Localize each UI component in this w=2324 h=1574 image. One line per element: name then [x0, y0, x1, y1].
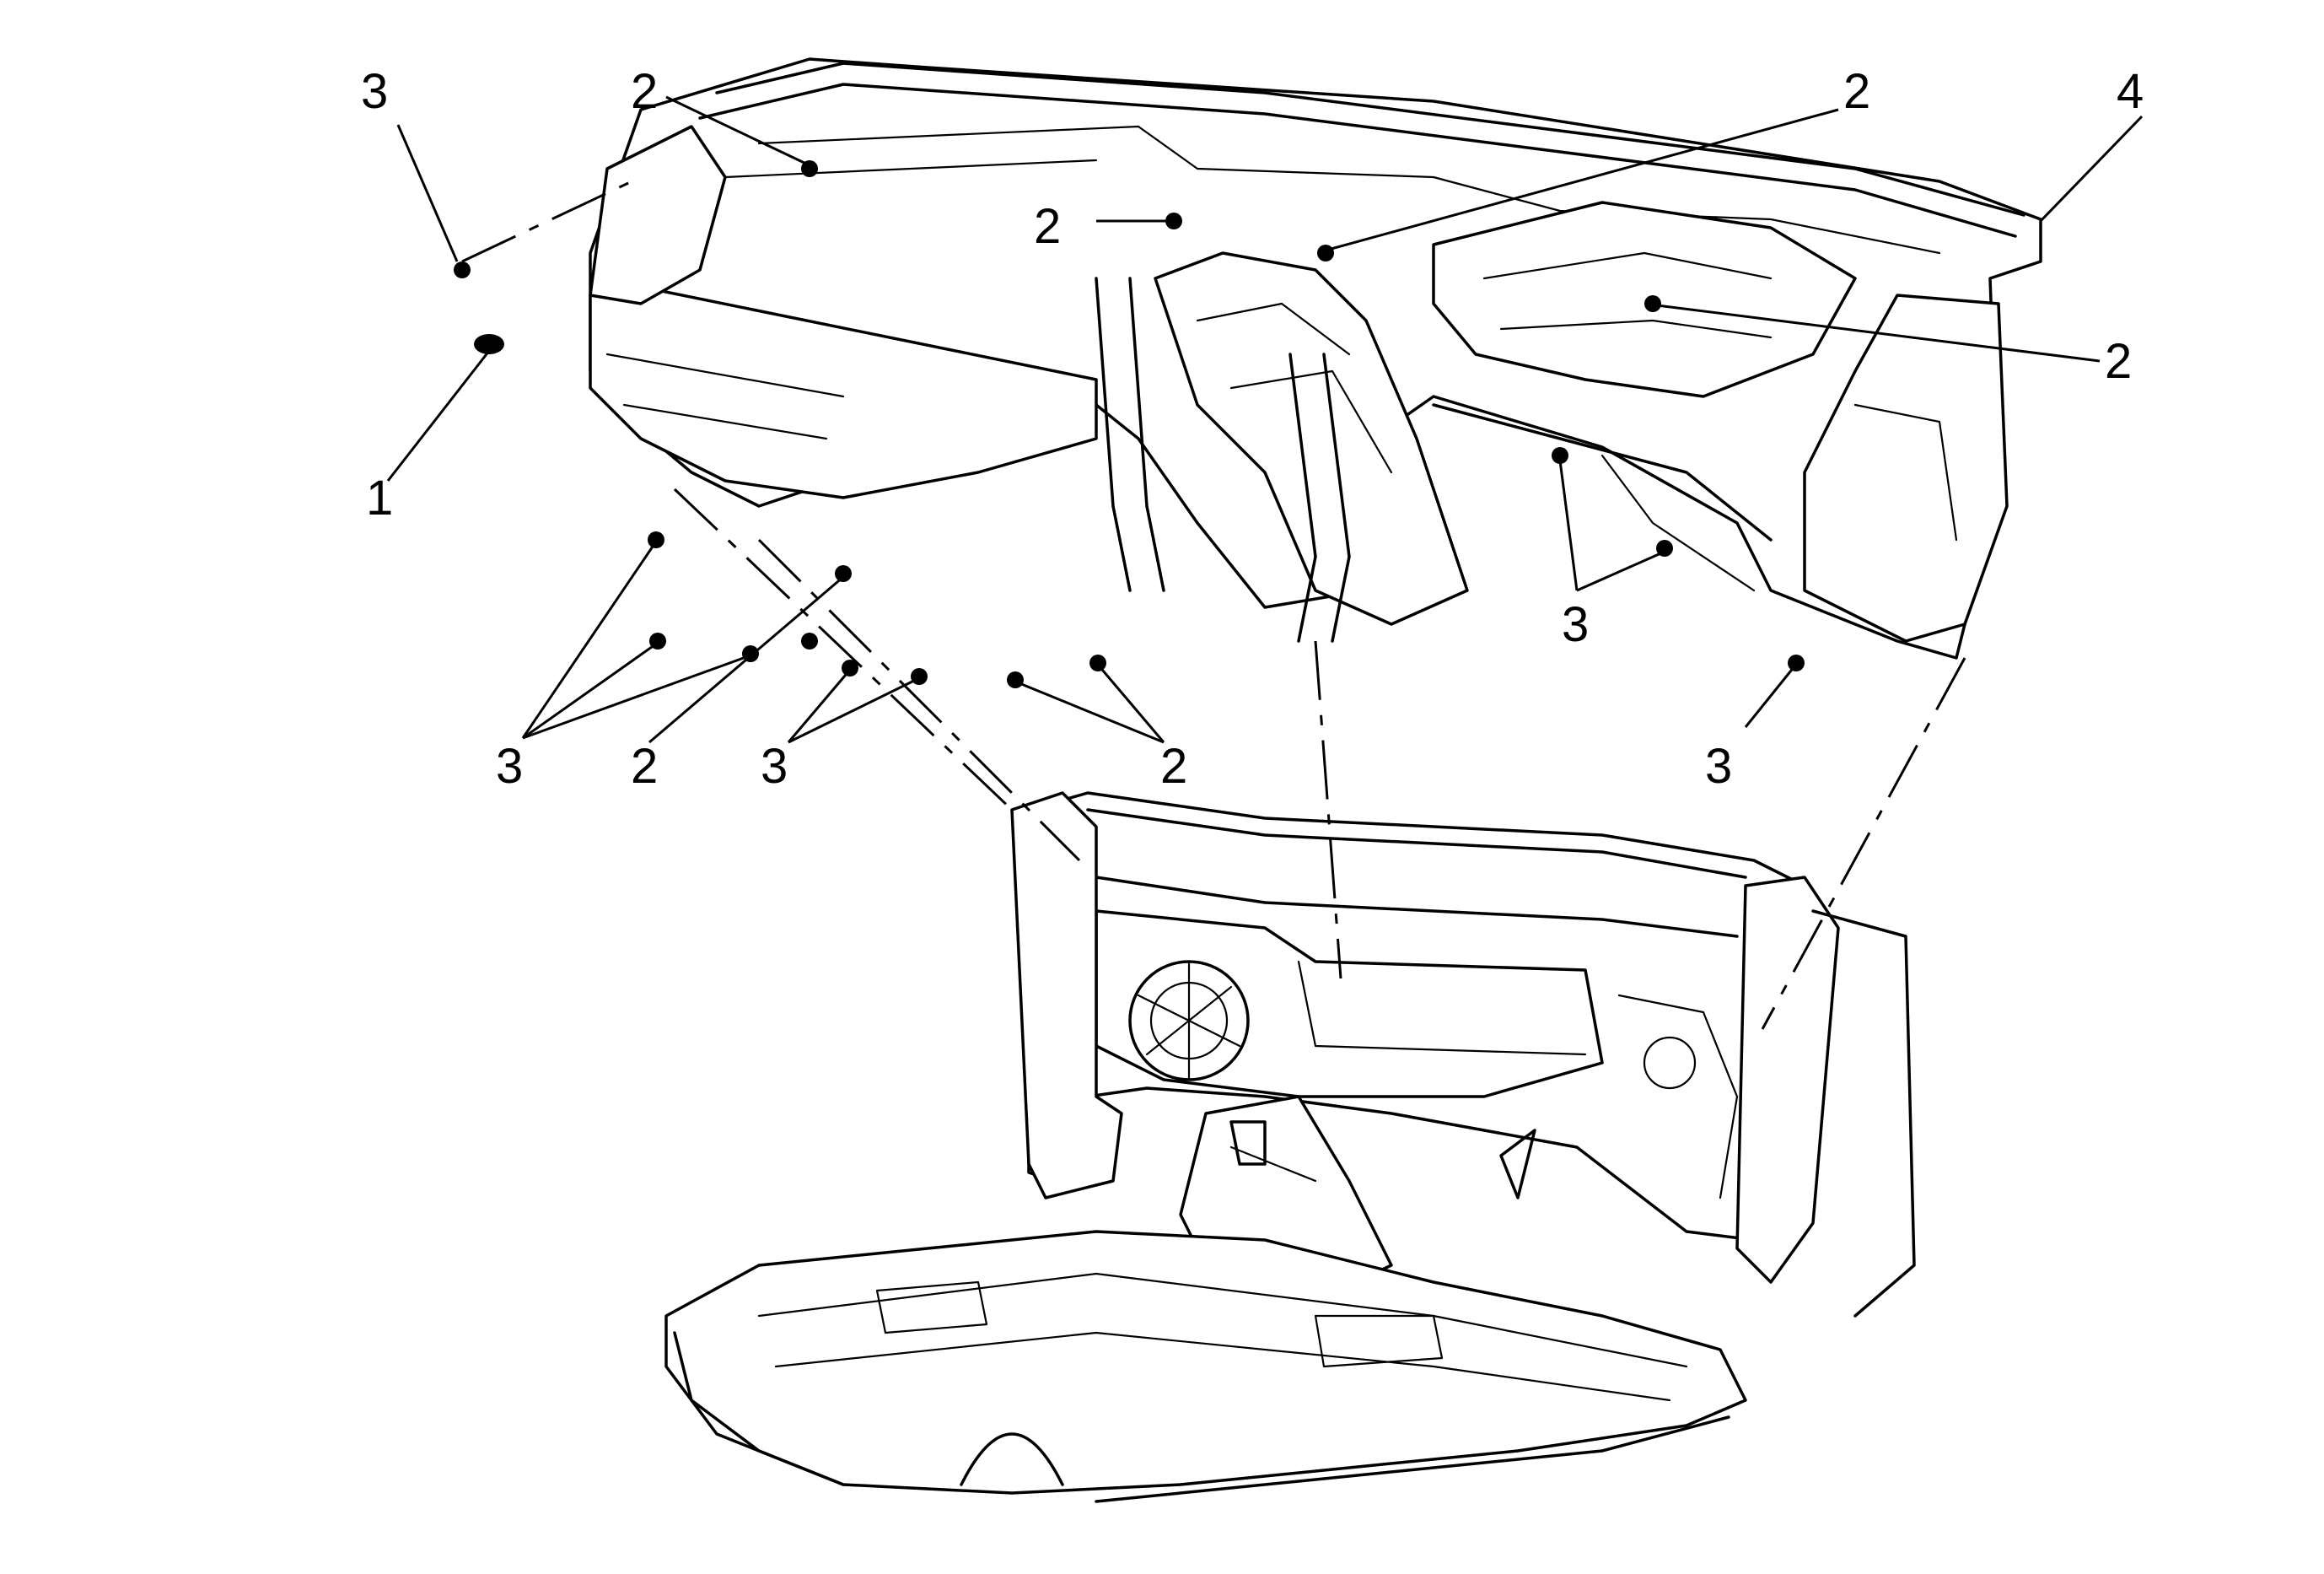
fasteners-upper: [454, 160, 1805, 688]
fastener: [454, 261, 471, 278]
callouts: 3 2 2 2 4 2 1 3 2 3 2 3 3: [361, 64, 2144, 794]
leader-lines: [386, 95, 2144, 744]
callout-2-lower-mid-right: 2: [1160, 739, 1187, 794]
fastener: [648, 531, 664, 548]
instrument-panel-carrier: [589, 57, 2042, 660]
fastener: [835, 565, 852, 582]
callout-3-top-left: 3: [361, 64, 388, 119]
fastener: [1089, 655, 1106, 671]
callout-2-top-center-right: 2: [1843, 64, 1870, 119]
fastener: [1644, 295, 1661, 312]
callout-2-right: 2: [2105, 334, 2132, 389]
fastener: [1552, 447, 1568, 464]
alignment-lines: [461, 175, 1966, 1030]
fastener: [801, 633, 818, 650]
fastener: [1165, 213, 1182, 229]
callout-3-lower-left: 3: [496, 739, 523, 794]
callout-2-top-mid: 2: [1034, 199, 1061, 254]
callout-2-lower-left-mid: 2: [631, 739, 658, 794]
fastener: [842, 660, 858, 676]
fastener: [1317, 245, 1334, 261]
bolt: [474, 334, 504, 354]
callout-3-right-center: 3: [1562, 597, 1589, 652]
callout-2-top-left: 2: [631, 64, 658, 119]
vehicle-body-floor: [664, 791, 1916, 1503]
callout-3-lower-mid: 3: [761, 739, 788, 794]
callout-4-top-right: 4: [2117, 64, 2144, 119]
fastener: [1007, 671, 1024, 688]
fastener: [1788, 655, 1805, 671]
callout-1-left: 1: [366, 471, 393, 526]
callout-3-lower-right: 3: [1705, 739, 1732, 794]
